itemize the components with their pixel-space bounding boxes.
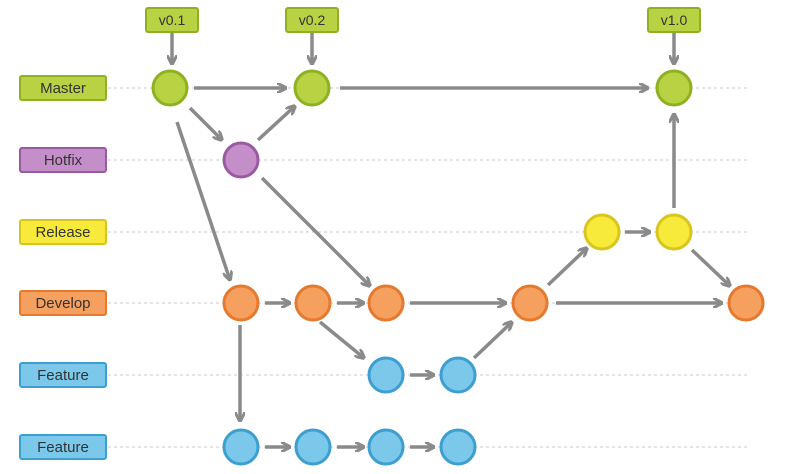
- lane-label-feature-1-text: Feature: [37, 367, 89, 384]
- commit-feature-2-3: [367, 428, 405, 466]
- lane-label-hotfix: Hotfix: [19, 147, 107, 173]
- commit-feature-1-2: [439, 356, 477, 394]
- tag-v1-0-text: v1.0: [661, 12, 688, 28]
- lane-lines: [108, 87, 750, 448]
- commit-develop-3: [367, 284, 405, 322]
- tag-v1-0: v1.0: [647, 7, 701, 33]
- arrow-feature-1-to-develop: [472, 322, 512, 360]
- lane-label-develop: Develop: [19, 290, 107, 316]
- commit-master-v0-2: [293, 69, 331, 107]
- lane-label-master: Master: [19, 75, 107, 101]
- commit-release-1: [583, 213, 621, 251]
- arrow-develop-to-release: [546, 248, 587, 287]
- arrow-hotfix-to-develop: [260, 176, 370, 286]
- arrow-develop-to-feature-1: [318, 320, 364, 358]
- tag-v0-1-text: v0.1: [159, 12, 186, 28]
- lane-label-release-text: Release: [35, 224, 90, 241]
- arrow-hotfix-to-master: [256, 106, 295, 142]
- commit-hotfix: [222, 141, 260, 179]
- commit-feature-1-1: [367, 356, 405, 394]
- lane-label-release: Release: [19, 219, 107, 245]
- arrow-master-to-develop: [175, 121, 230, 280]
- commit-master-v0-1: [151, 69, 189, 107]
- lane-label-feature-2: Feature: [19, 434, 107, 460]
- commit-develop-4: [511, 284, 549, 322]
- tag-v0-1: v0.1: [145, 7, 199, 33]
- arrow-master-to-hotfix: [188, 106, 222, 140]
- tag-v0-2: v0.2: [285, 7, 339, 33]
- commit-develop-1: [222, 284, 260, 322]
- arrows: [172, 33, 730, 447]
- lane-label-develop-text: Develop: [35, 295, 90, 312]
- commit-feature-2-4: [439, 428, 477, 466]
- lane-label-feature-2-text: Feature: [37, 439, 89, 456]
- commit-feature-2-2: [294, 428, 332, 466]
- commit-develop-5: [727, 284, 765, 322]
- lane-label-master-text: Master: [40, 80, 86, 97]
- lane-label-hotfix-text: Hotfix: [44, 152, 83, 169]
- commit-release-2: [655, 213, 693, 251]
- commit-nodes: [151, 69, 765, 466]
- commit-master-v1-0: [655, 69, 693, 107]
- arrow-release-to-develop: [690, 248, 730, 286]
- commit-develop-2: [294, 284, 332, 322]
- commit-feature-2-1: [222, 428, 260, 466]
- tag-v0-2-text: v0.2: [299, 12, 326, 28]
- lane-label-feature-1: Feature: [19, 362, 107, 388]
